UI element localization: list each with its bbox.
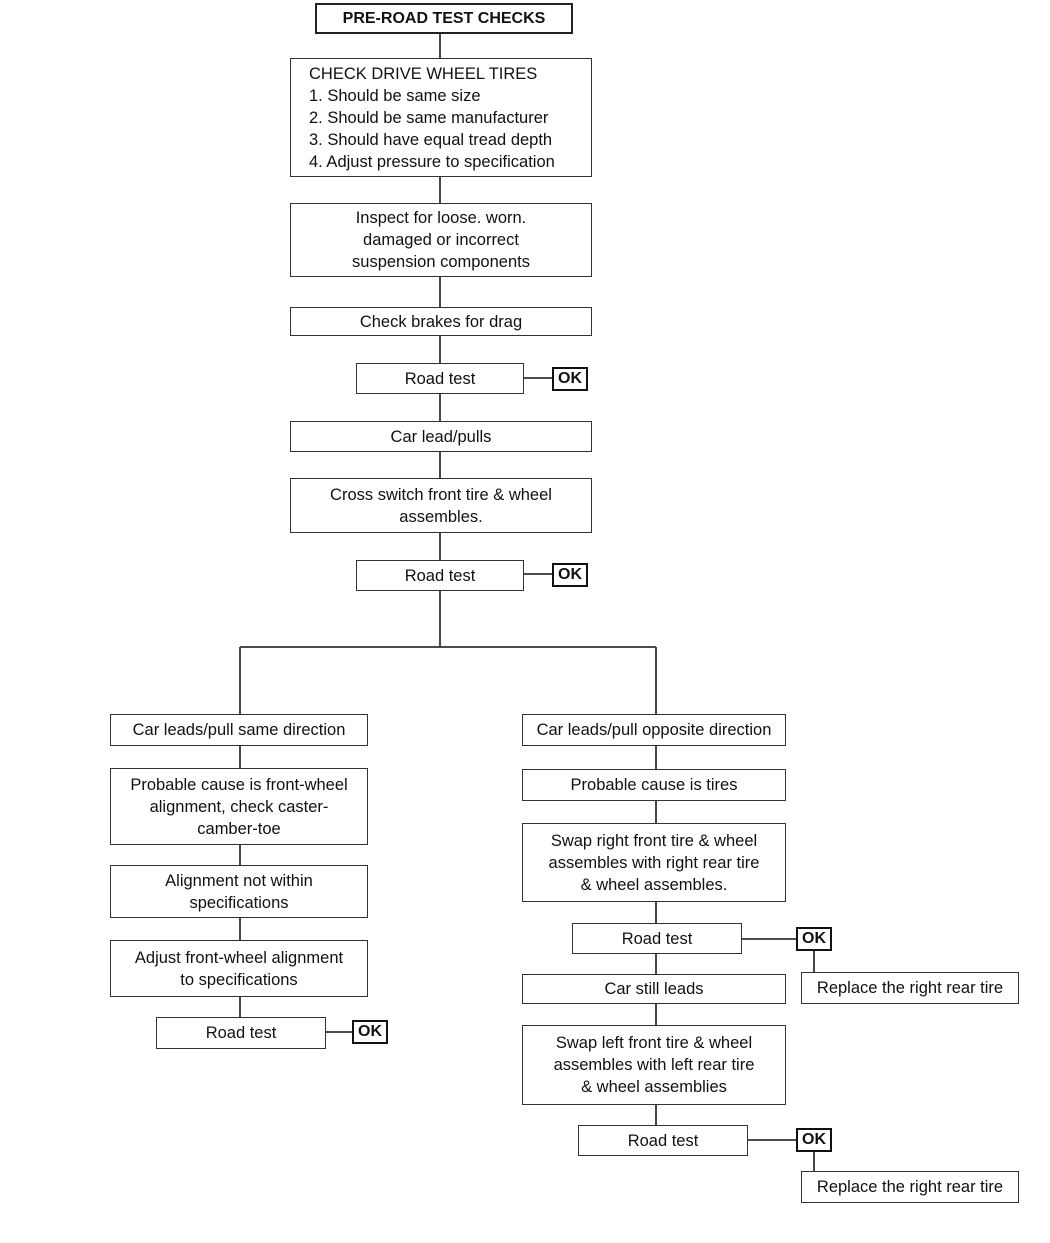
cause-tires-box: Probable cause is tires: [522, 769, 786, 801]
road-test-right-2-box: Road test: [578, 1125, 748, 1156]
ok-badge-right-1: OK: [796, 927, 832, 951]
check-brakes-box: Check brakes for drag: [290, 307, 592, 336]
ok-badge-2: OK: [552, 563, 588, 587]
same-direction-box: Car leads/pull same direction: [110, 714, 368, 746]
road-test-right-1-box: Road test: [572, 923, 742, 954]
check-drive-wheel-tires-box: CHECK DRIVE WHEEL TIRES 1. Should be sam…: [290, 58, 592, 177]
car-lead-pulls-box: Car lead/pulls: [290, 421, 592, 452]
road-test-2-box: Road test: [356, 560, 524, 591]
replace-right-rear-tire-1-box: Replace the right rear tire: [801, 972, 1019, 1004]
swap-right-box: Swap right front tire & wheel assembles …: [522, 823, 786, 902]
replace-right-rear-tire-2-box: Replace the right rear tire: [801, 1171, 1019, 1203]
swap-left-box: Swap left front tire & wheel assembles w…: [522, 1025, 786, 1105]
opposite-direction-box: Car leads/pull opposite direction: [522, 714, 786, 746]
road-test-left-box: Road test: [156, 1017, 326, 1049]
ok-badge-right-2: OK: [796, 1128, 832, 1152]
inspect-suspension-box: Inspect for loose. worn. damaged or inco…: [290, 203, 592, 277]
ok-badge-1: OK: [552, 367, 588, 391]
cross-switch-box: Cross switch front tire & wheel assemble…: [290, 478, 592, 533]
alignment-not-within-box: Alignment not within specifications: [110, 865, 368, 918]
road-test-1-box: Road test: [356, 363, 524, 394]
ok-badge-left: OK: [352, 1020, 388, 1044]
pre-road-test-checks-box: PRE-ROAD TEST CHECKS: [315, 3, 573, 34]
car-still-leads-box: Car still leads: [522, 974, 786, 1004]
adjust-alignment-box: Adjust front-wheel alignment to specific…: [110, 940, 368, 997]
front-wheel-alignment-box: Probable cause is front-wheel alignment,…: [110, 768, 368, 845]
